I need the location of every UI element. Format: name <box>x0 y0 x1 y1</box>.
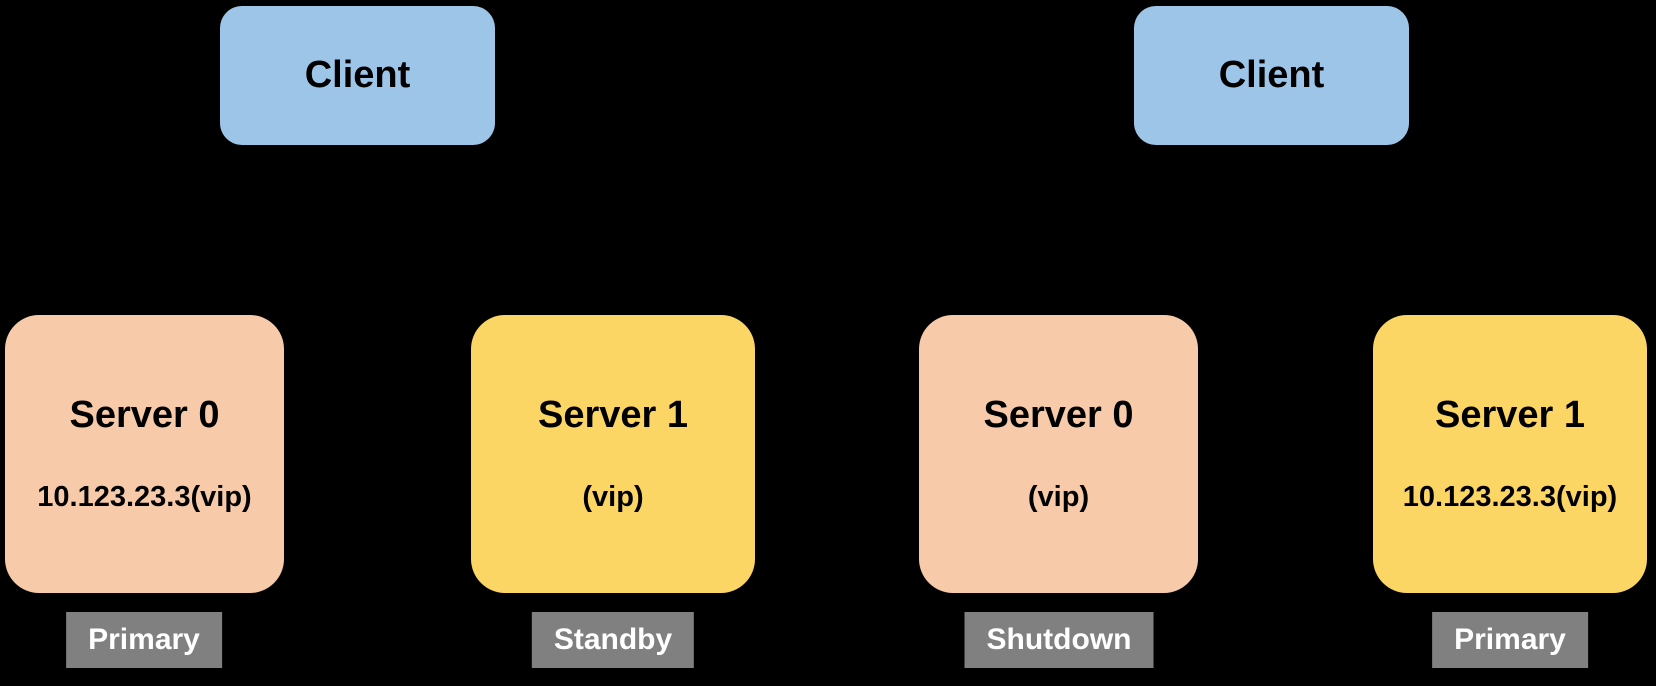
status-badge-shutdown: Shutdown <box>964 612 1154 668</box>
server1-node-right: Server 1 10.123.23.3(vip) <box>1373 315 1647 593</box>
status-badge-primary-right: Primary <box>1432 612 1588 668</box>
server-vip: (vip) <box>582 481 644 513</box>
status-badge-standby: Standby <box>531 612 695 668</box>
server-name: Server 0 <box>983 394 1134 436</box>
server0-node-right: Server 0 (vip) <box>919 315 1198 593</box>
server-name: Server 0 <box>69 394 220 436</box>
server-vip: (vip) <box>1027 481 1090 513</box>
server-name: Server 1 <box>537 394 688 436</box>
server-vip: 10.123.23.3(vip) <box>1402 481 1618 513</box>
client-label: Client <box>304 54 411 96</box>
client-node-left: Client <box>220 6 495 145</box>
server-vip: 10.123.23.3(vip) <box>37 481 252 513</box>
status-badge-primary-left: Primary <box>66 612 222 668</box>
client-label: Client <box>1218 54 1325 96</box>
client-node-right: Client <box>1134 6 1409 145</box>
server0-node-left: Server 0 10.123.23.3(vip) <box>5 315 284 593</box>
server1-node-left: Server 1 (vip) <box>471 315 755 593</box>
server-name: Server 1 <box>1434 394 1585 436</box>
